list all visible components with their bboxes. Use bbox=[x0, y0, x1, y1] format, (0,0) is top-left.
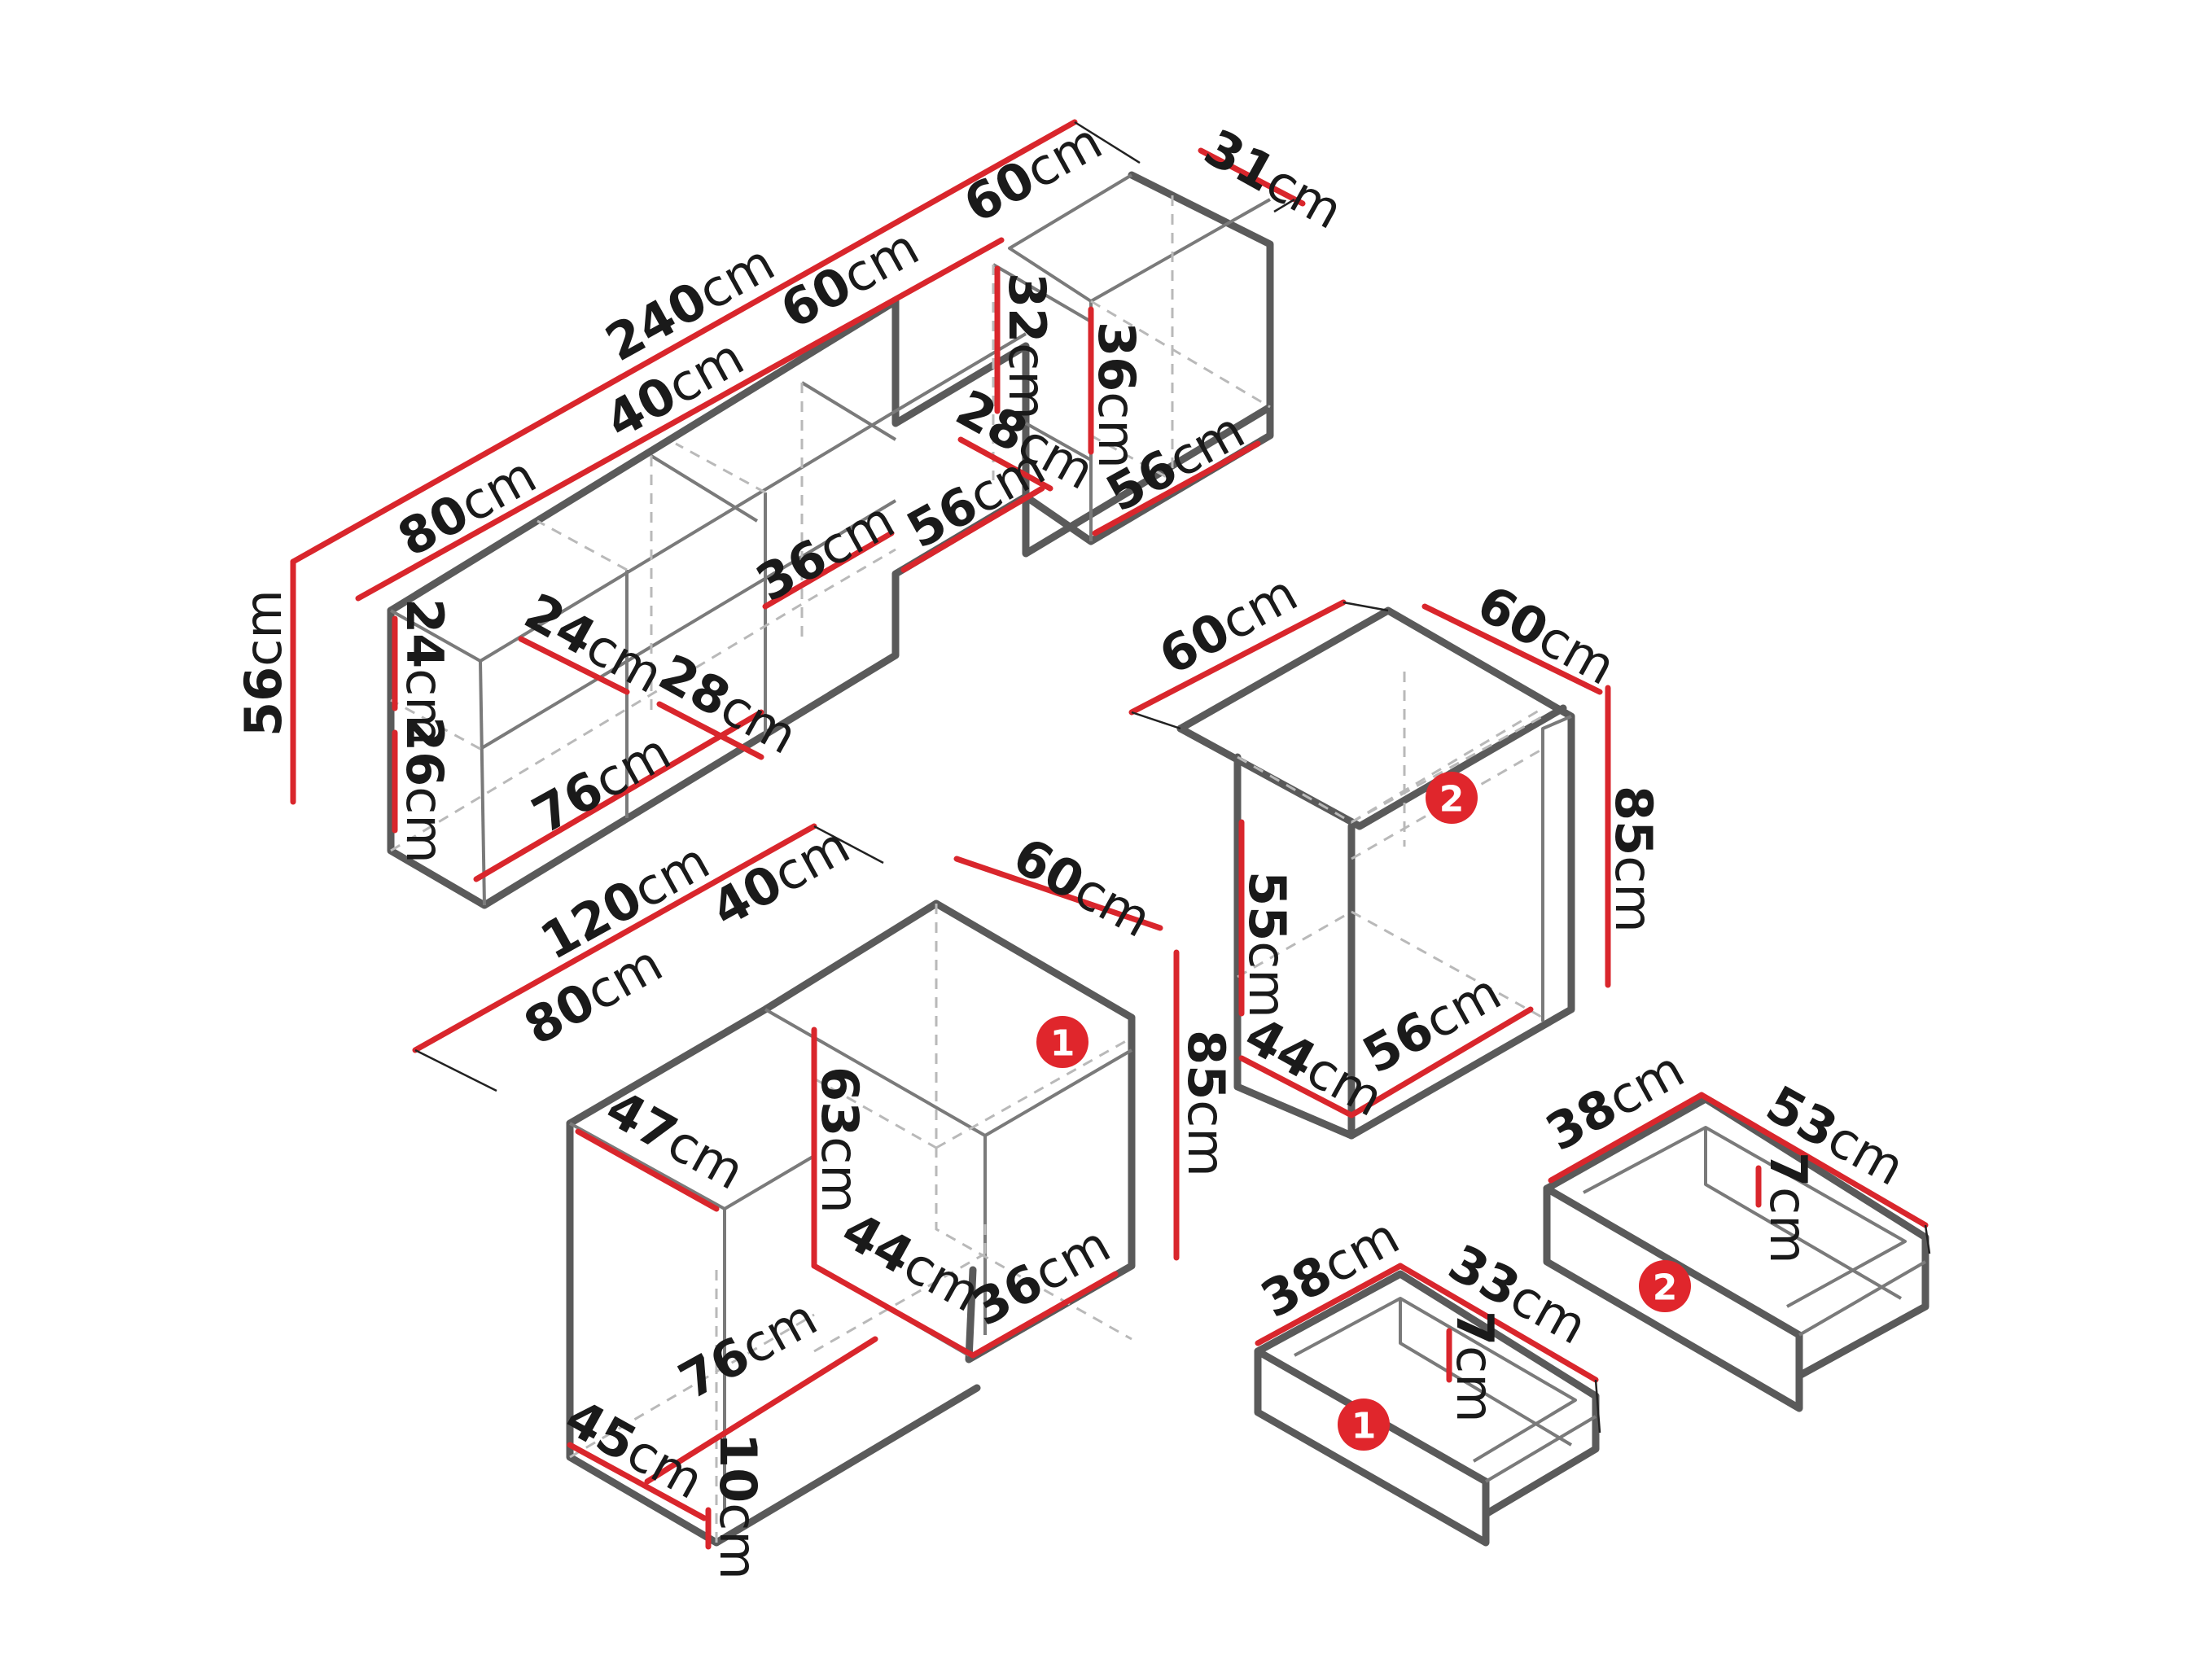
dim-line-24-depth bbox=[518, 636, 630, 695]
dim-line-28-depth bbox=[656, 701, 764, 760]
dim-line-120-80 bbox=[412, 823, 817, 1053]
label-55: 55cm bbox=[1237, 871, 1297, 1018]
svg-text:2: 2 bbox=[1439, 779, 1465, 821]
svg-text:1: 1 bbox=[1050, 1023, 1075, 1065]
label-63: 63cm bbox=[810, 1066, 869, 1214]
dim-line-36 bbox=[970, 1271, 1119, 1359]
drawer-2: 38cm 53cm 7cm 2 bbox=[1536, 1040, 1931, 1412]
dim-line-44 bbox=[811, 1263, 976, 1359]
dim-line-56-right bbox=[1092, 440, 1261, 536]
dim-line-38 bbox=[1255, 1263, 1404, 1346]
dim-line-38 bbox=[1548, 1092, 1705, 1184]
dim-line-56-mid bbox=[900, 485, 1045, 573]
wall-unit: 240cm 60cm 31cm 60cm 40cm 80cm 32cm 36cm… bbox=[234, 112, 1352, 909]
label-24-height: 24cm bbox=[395, 598, 454, 746]
label-7: 7cm bbox=[1759, 1152, 1818, 1264]
dim-line-31 bbox=[1198, 147, 1306, 207]
label-60-top: 60cm bbox=[954, 112, 1111, 234]
label-36-right: 36cm bbox=[1087, 322, 1146, 469]
label-85: 85cm bbox=[1604, 786, 1663, 933]
label-76: 76cm bbox=[669, 1288, 826, 1411]
label-85: 85cm bbox=[1176, 1030, 1236, 1177]
dim-line-53 bbox=[1698, 1092, 1929, 1228]
badge-1-drawer: 1 bbox=[1338, 1399, 1390, 1451]
label-28-depth: 28cm bbox=[650, 642, 807, 765]
label-60: 60cm bbox=[1004, 825, 1161, 948]
label-26-height: 26cm bbox=[395, 716, 454, 864]
label-76: 76cm bbox=[523, 722, 680, 845]
dim-line-76 bbox=[473, 709, 764, 882]
label-7: 7cm bbox=[1445, 1311, 1505, 1423]
label-56-mid: 56cm bbox=[897, 437, 1054, 560]
dim-line-28-right bbox=[957, 436, 1053, 492]
label-60-right: 60cm bbox=[1468, 573, 1625, 696]
svg-text:2: 2 bbox=[1653, 1267, 1678, 1309]
dim-line-47 bbox=[575, 1128, 720, 1212]
label-44: 44cm bbox=[833, 1200, 990, 1323]
dim-line-33 bbox=[1397, 1263, 1599, 1383]
badge-1: 1 bbox=[1036, 1016, 1088, 1068]
dim-line-45 bbox=[567, 1442, 707, 1521]
label-40: 40cm bbox=[702, 816, 859, 939]
dim-line-60-right bbox=[1421, 603, 1603, 695]
badge-2: 2 bbox=[1426, 772, 1478, 824]
dim-line-240 bbox=[290, 119, 1078, 565]
dim-line-44 bbox=[1238, 1055, 1355, 1118]
dim-line-76 bbox=[644, 1336, 878, 1485]
label-10: 10cm bbox=[708, 1433, 768, 1580]
label-24-depth: 24cm bbox=[515, 581, 672, 704]
dim-line-60 bbox=[953, 856, 1163, 931]
corner-desk: 120cm 40cm 60cm 80cm 85cm 47cm 63cm 44cm… bbox=[412, 816, 1236, 1580]
label-36: 36cm bbox=[747, 490, 904, 613]
dim-line-36 bbox=[762, 530, 895, 610]
label-32: 32cm bbox=[997, 273, 1057, 420]
badge-2-drawer: 2 bbox=[1639, 1260, 1691, 1312]
dim-line-80-40-60 bbox=[355, 237, 1005, 602]
dim-line-56 bbox=[1348, 1006, 1534, 1118]
dim-line-60-left bbox=[1128, 599, 1347, 716]
svg-text:1: 1 bbox=[1351, 1406, 1377, 1447]
label-56-height: 56cm bbox=[234, 589, 293, 737]
